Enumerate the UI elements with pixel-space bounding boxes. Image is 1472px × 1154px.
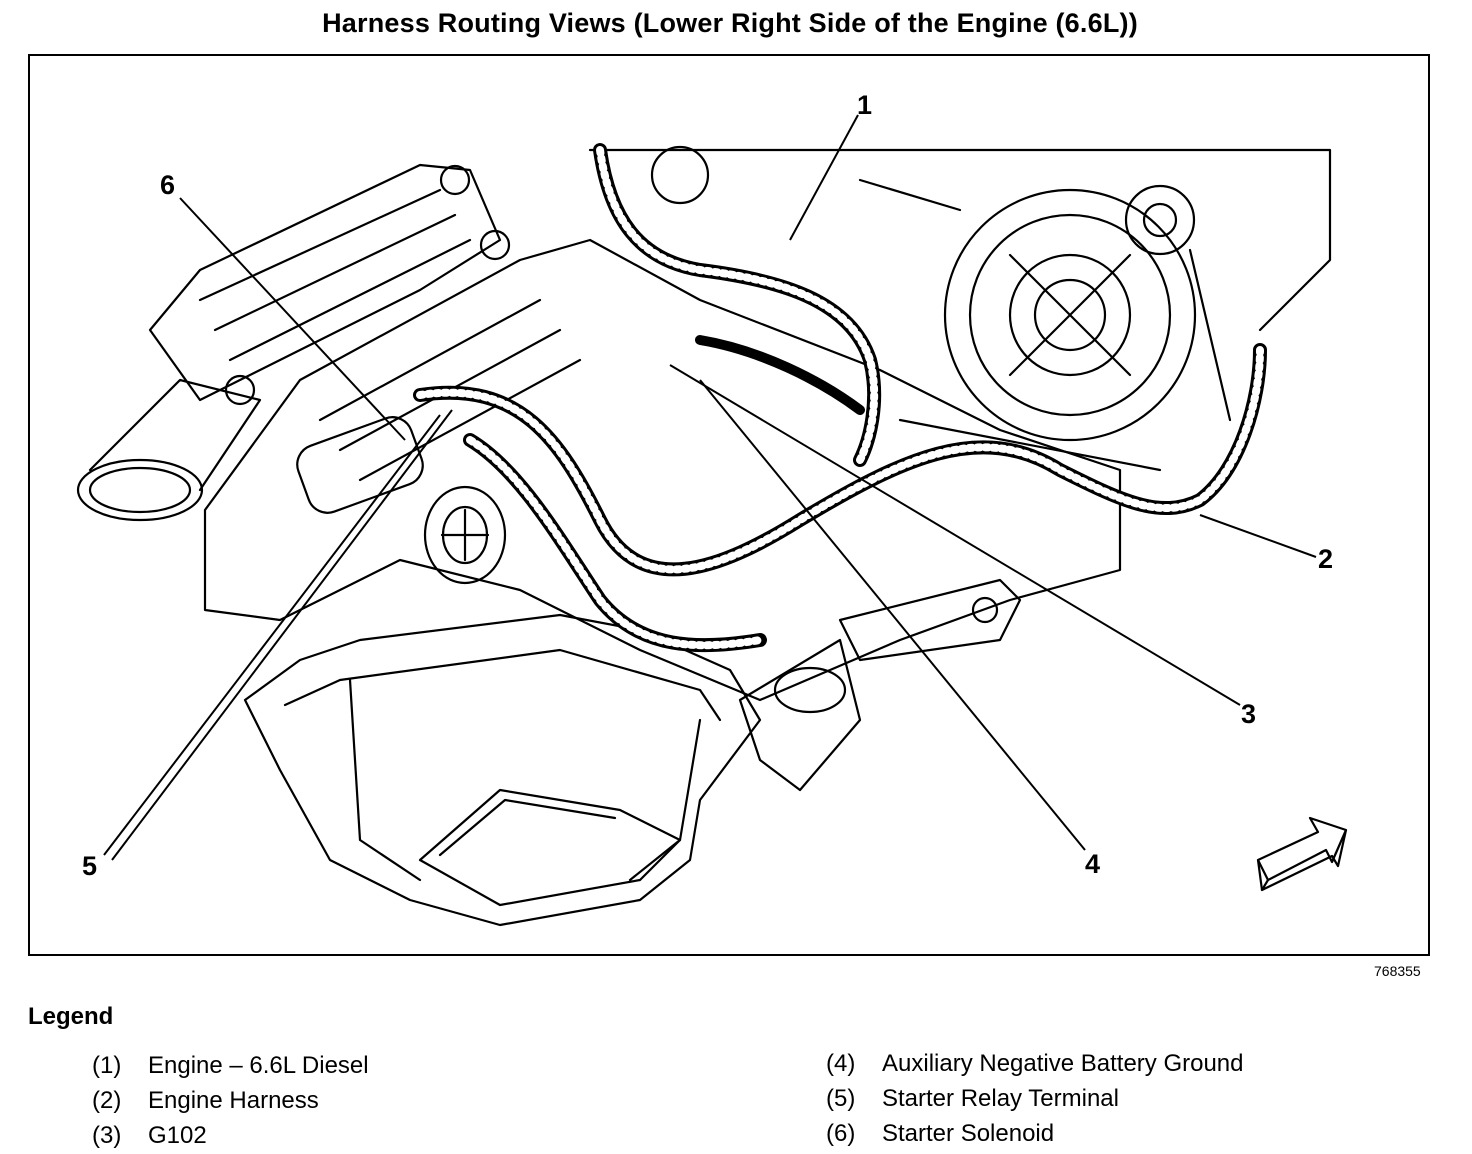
callout-6: 6 [160,170,176,200]
legend-item-label: Engine – 6.6L Diesel [148,1052,369,1079]
oil-pan [243,613,762,927]
crank-pulley [943,188,1197,442]
legend-item-number: (3) [92,1122,122,1149]
callout-3: 3 [1241,699,1257,729]
legend-item-number: (5) [826,1085,856,1112]
illustration-frame [28,54,1430,956]
leader-line-2 [1199,514,1317,558]
leader-line-5a [103,414,441,856]
legend-item-label: Starter Solenoid [882,1120,1055,1147]
legend-item-number: (2) [92,1087,122,1114]
legend-item-label: Auxiliary Negative Battery Ground [882,1050,1244,1077]
starter-motor [423,485,507,585]
legend-item-5: (5) Starter Relay Terminal [826,1085,1119,1113]
legend-item-2: (2) Engine Harness [92,1087,319,1115]
legend-item-4: (4) Auxiliary Negative Battery Ground [826,1050,1244,1078]
legend-item-number: (1) [92,1052,122,1079]
legend-item-1: (1) Engine – 6.6L Diesel [92,1052,369,1080]
callout-5: 5 [82,851,98,881]
leader-line-6 [179,197,406,441]
engine-harness-main [413,343,1267,577]
legend-item-3: (3) G102 [92,1122,207,1150]
callout-1: 1 [857,90,873,120]
callout-2: 2 [1318,544,1334,574]
legend-item-number: (4) [826,1050,856,1077]
legend-item-label: Engine Harness [148,1087,319,1114]
intake-opening [76,458,204,522]
valve-cover [148,163,502,402]
legend-item-label: Starter Relay Terminal [882,1085,1119,1112]
engine-harness-branch [593,143,882,467]
leader-line-1 [789,114,859,241]
legend-item-6: (6) Starter Solenoid [826,1120,1054,1148]
leader-line-4 [699,379,1086,851]
leader-line-3 [669,364,1241,706]
callout-4: 4 [1085,849,1101,879]
diagram-title: Harness Routing Views (Lower Right Side … [322,8,1138,38]
legend-item-number: (6) [826,1120,856,1147]
leader-line-5b [111,409,453,861]
engine-block [203,238,1122,702]
legend-title: Legend [28,1003,114,1030]
figure-number: 768355 [1374,963,1421,979]
legend-item-label: G102 [148,1122,207,1149]
direction-arrow-icon [1256,816,1348,892]
